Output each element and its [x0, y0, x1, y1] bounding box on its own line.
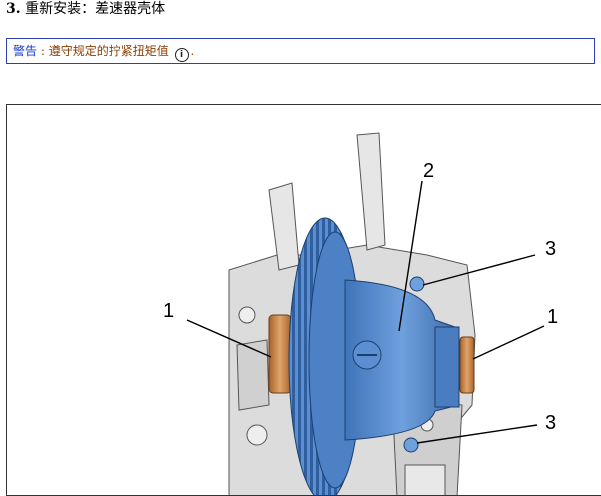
differential-housing-drawing [186, 132, 545, 495]
callout-upper-bolt: 3 [545, 238, 557, 260]
warning-trailing: . [190, 44, 195, 58]
warning-text: 遵守规定的拧紧扭矩值 [48, 44, 169, 58]
upper-bolt [409, 276, 425, 292]
warning-box: 警告 : 遵守规定的拧紧扭矩值 i. [6, 38, 595, 64]
callout-left-bearing: 1 [163, 300, 175, 322]
warning-label: 警告 [13, 44, 38, 58]
lower-bolt [403, 437, 419, 453]
callout-differential-case: 2 [423, 160, 435, 182]
leader-lines [186, 180, 545, 444]
callout-right-bearing: 1 [547, 306, 559, 328]
right-bearing [459, 336, 475, 394]
step-number: 3. [6, 1, 21, 17]
warning-separator: : [37, 44, 49, 58]
left-bearing [268, 314, 292, 394]
callout-lower-bolt: 3 [545, 412, 557, 434]
step-heading: 3. 重新安装：差速器壳体 [6, 0, 165, 20]
info-icon[interactable]: i [174, 48, 189, 62]
technical-illustration: 1 2 3 1 3 [6, 104, 601, 496]
step-title: 重新安装：差速器壳体 [25, 1, 166, 17]
